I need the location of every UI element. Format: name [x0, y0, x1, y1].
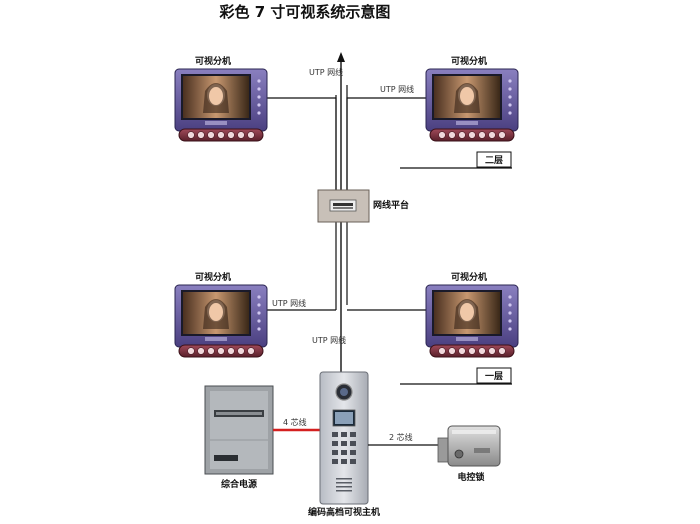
monitor-top-right: [425, 68, 519, 142]
network-switch: [317, 189, 370, 223]
monitor-bottom-right: [425, 284, 519, 358]
host-label: 编码高档可视主机: [308, 506, 380, 518]
lock-label: 电控锁: [457, 471, 484, 483]
floor-label-2: 二层: [485, 155, 503, 166]
power-supply: [204, 385, 274, 475]
monitor-label-top-left: 可视分机: [195, 55, 231, 67]
floor-marker-1: 一层: [400, 367, 512, 385]
monitor-top-left: [174, 68, 268, 142]
utp-label-top: UTP 网线: [309, 67, 343, 77]
utp-label-top-right: UTP 网线: [380, 84, 414, 94]
door-host-unit: [319, 371, 369, 505]
switch-label: 网线平台: [373, 199, 409, 211]
power-label: 综合电源: [221, 478, 257, 490]
monitor-label-bottom-left: 可视分机: [195, 271, 231, 283]
electric-lock: [437, 425, 501, 467]
utp-label-mid: UTP 网线: [272, 298, 306, 308]
monitor-label-bottom-right: 可视分机: [451, 271, 487, 283]
monitor-bottom-left: [174, 284, 268, 358]
diagram-title: 彩色 7 寸可视系统示意图: [219, 3, 391, 21]
power-cable-label: 4 芯线: [283, 417, 307, 427]
lock-cable-label: 2 芯线: [389, 432, 413, 442]
floor-marker-2: 二层: [400, 151, 512, 169]
floor-label-1: 一层: [485, 371, 503, 382]
monitor-label-top-right: 可视分机: [451, 55, 487, 67]
utp-label-host: UTP 网线: [312, 335, 346, 345]
